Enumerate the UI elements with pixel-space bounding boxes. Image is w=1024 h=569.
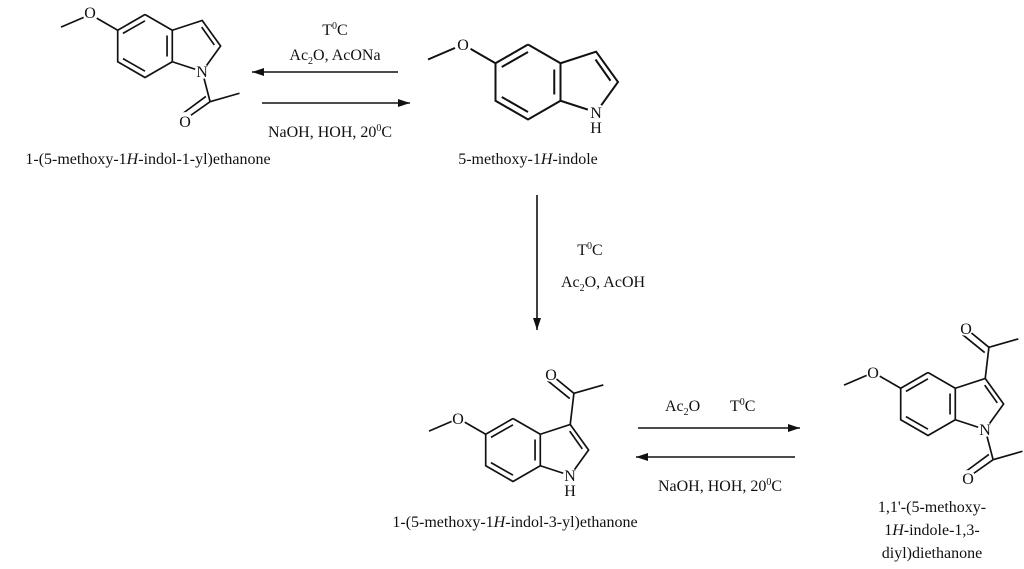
atom-o: O <box>452 411 464 428</box>
atom-h: H <box>564 483 576 500</box>
condition-hydrolysis: NaOH, HOH, 200C <box>658 477 782 495</box>
atom-o: O <box>457 37 469 54</box>
atom-o: O <box>545 367 557 384</box>
atom-n: N <box>196 64 208 81</box>
condition-temperature: T0C <box>577 241 602 259</box>
atom-o: O <box>84 5 96 22</box>
condition-reagents: Ac2O, AcOH <box>561 274 646 294</box>
atom-n: N <box>590 105 602 122</box>
molecule-n-acetyl-methoxyindole <box>60 6 241 128</box>
compound-name-methoxyindole: 5-methoxy-1H-indole <box>458 151 598 168</box>
condition-reagents: Ac2O, AcONa <box>289 47 380 67</box>
compound-name-diacetyl-line1: 1,1'-(5-methoxy- <box>878 499 986 516</box>
atom-n: N <box>564 468 576 485</box>
atom-o: O <box>867 365 879 382</box>
compound-name-c3-acetyl: 1-(5-methoxy-1H-indol-3-yl)ethanone <box>392 514 637 531</box>
atom-o: O <box>179 114 191 131</box>
atom-n: N <box>979 422 991 439</box>
molecule-diacetyl-methoxyindole <box>843 320 1024 486</box>
condition-temperature: T0C <box>730 397 755 415</box>
condition-hydrolysis: NaOH, HOH, 200C <box>268 123 392 141</box>
condition-temperature: T0C <box>322 21 347 39</box>
condition-reagents: Ac2O <box>665 398 700 418</box>
compound-name-diacetyl-line3: diyl)diethanone <box>882 545 982 562</box>
atom-o: O <box>960 321 972 338</box>
atom-h: H <box>590 120 602 137</box>
compound-name-n-acetyl: 1-(5-methoxy-1H-indol-1-yl)ethanone <box>25 151 270 168</box>
atom-o: O <box>962 471 974 488</box>
compound-name-diacetyl-line2: 1H-indole-1,3- <box>884 522 980 539</box>
